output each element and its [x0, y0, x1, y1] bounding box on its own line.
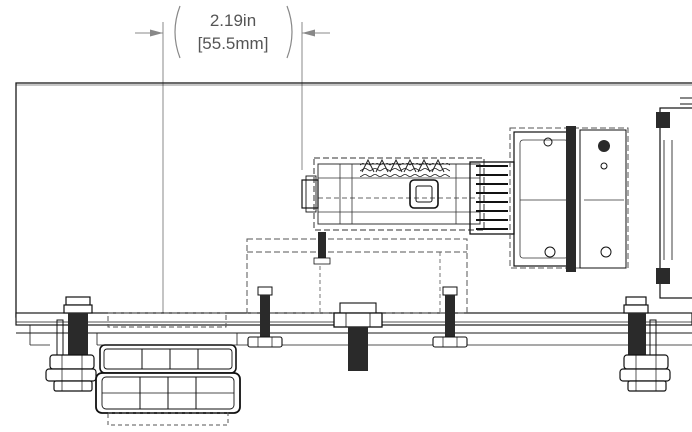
paren-right: [286, 5, 293, 59]
right-edge-component: [656, 97, 692, 299]
relay-module: [509, 126, 629, 272]
arrowhead-right: [302, 29, 315, 37]
cable-gland: [95, 312, 241, 426]
small-pin: [313, 232, 331, 265]
dimension-metric: [55.5mm]: [198, 34, 269, 53]
arrowhead-left: [150, 29, 163, 37]
mounting-screw-right: [432, 286, 468, 348]
dimension-annotation: 2.19in [55.5mm]: [135, 5, 330, 318]
paren-left: [174, 5, 181, 59]
spring-assembly: [301, 157, 515, 235]
dimension-imperial: 2.19in: [210, 11, 256, 30]
hidden-bracket: [246, 238, 468, 314]
right-foot-bolt: [619, 296, 671, 392]
center-bolt: [333, 302, 383, 371]
mounting-screw-left: [247, 286, 283, 348]
left-foot-bolt: [45, 296, 97, 392]
